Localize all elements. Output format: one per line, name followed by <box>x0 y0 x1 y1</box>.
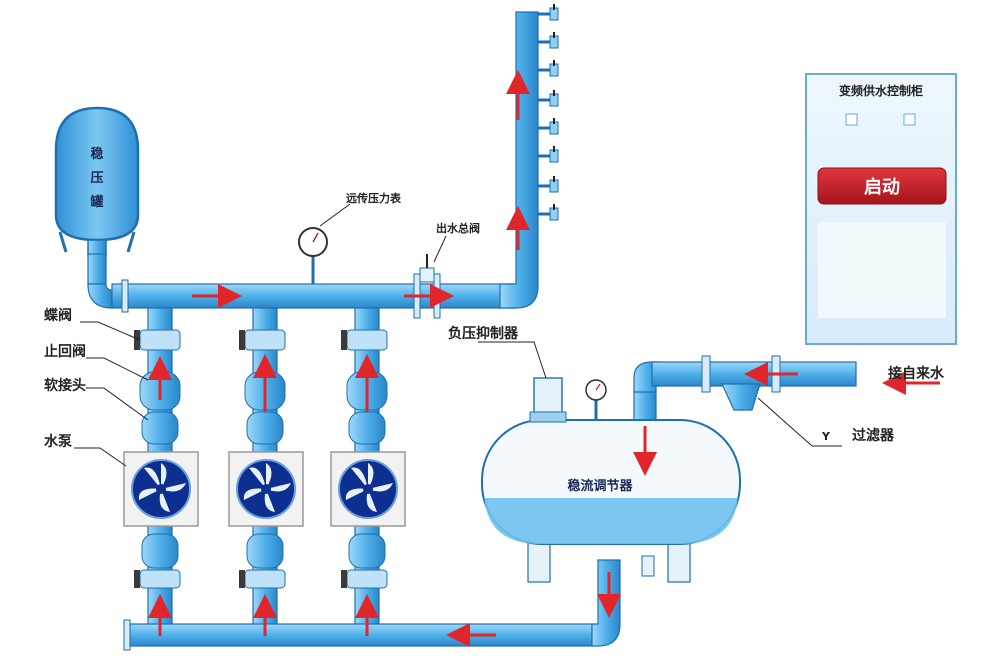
tank-label-char-3: 罐 <box>89 194 103 210</box>
flow-regulator: 稳流调节器 <box>481 377 741 583</box>
pressure-tank: 稳 压 罐 <box>54 106 140 257</box>
indicator-right <box>903 113 916 126</box>
label-negative-pressure: 负压抑制器 <box>448 325 519 342</box>
control-cabinet-title: 变频供水控制柜 <box>839 83 923 98</box>
label-pump: 水泵 <box>44 433 72 450</box>
label-soft-joint: 软接头 <box>44 377 86 394</box>
pump-set-3 <box>330 329 406 589</box>
start-button[interactable]: 启动 <box>817 167 947 205</box>
indicator-left <box>845 113 858 126</box>
pump-set-2 <box>228 329 304 589</box>
label-check-valve: 止回阀 <box>44 343 86 360</box>
flow-regulator-label: 稳流调节器 <box>567 478 633 494</box>
label-inlet: 接自来水 <box>888 365 945 382</box>
y-filter <box>721 383 842 447</box>
label-outlet-valve: 出水总阀 <box>436 221 480 235</box>
control-cabinet: 变频供水控制柜 启动 <box>805 73 957 345</box>
riser-taps <box>538 4 559 221</box>
label-filter: 过滤器 <box>852 427 895 444</box>
tank-label-char-1: 稳 <box>90 146 103 162</box>
leader-lines <box>74 321 547 467</box>
label-filter-y: Y <box>821 430 831 443</box>
start-button-label: 启动 <box>864 176 900 198</box>
flow-arrows <box>148 70 940 647</box>
pump-set-1 <box>123 329 199 589</box>
label-pressure-gauge: 远传压力表 <box>346 191 402 205</box>
label-butterfly-valve: 蝶阀 <box>44 307 72 324</box>
tank-label-char-2: 压 <box>90 171 103 186</box>
remote-pressure-gauge <box>298 203 351 284</box>
